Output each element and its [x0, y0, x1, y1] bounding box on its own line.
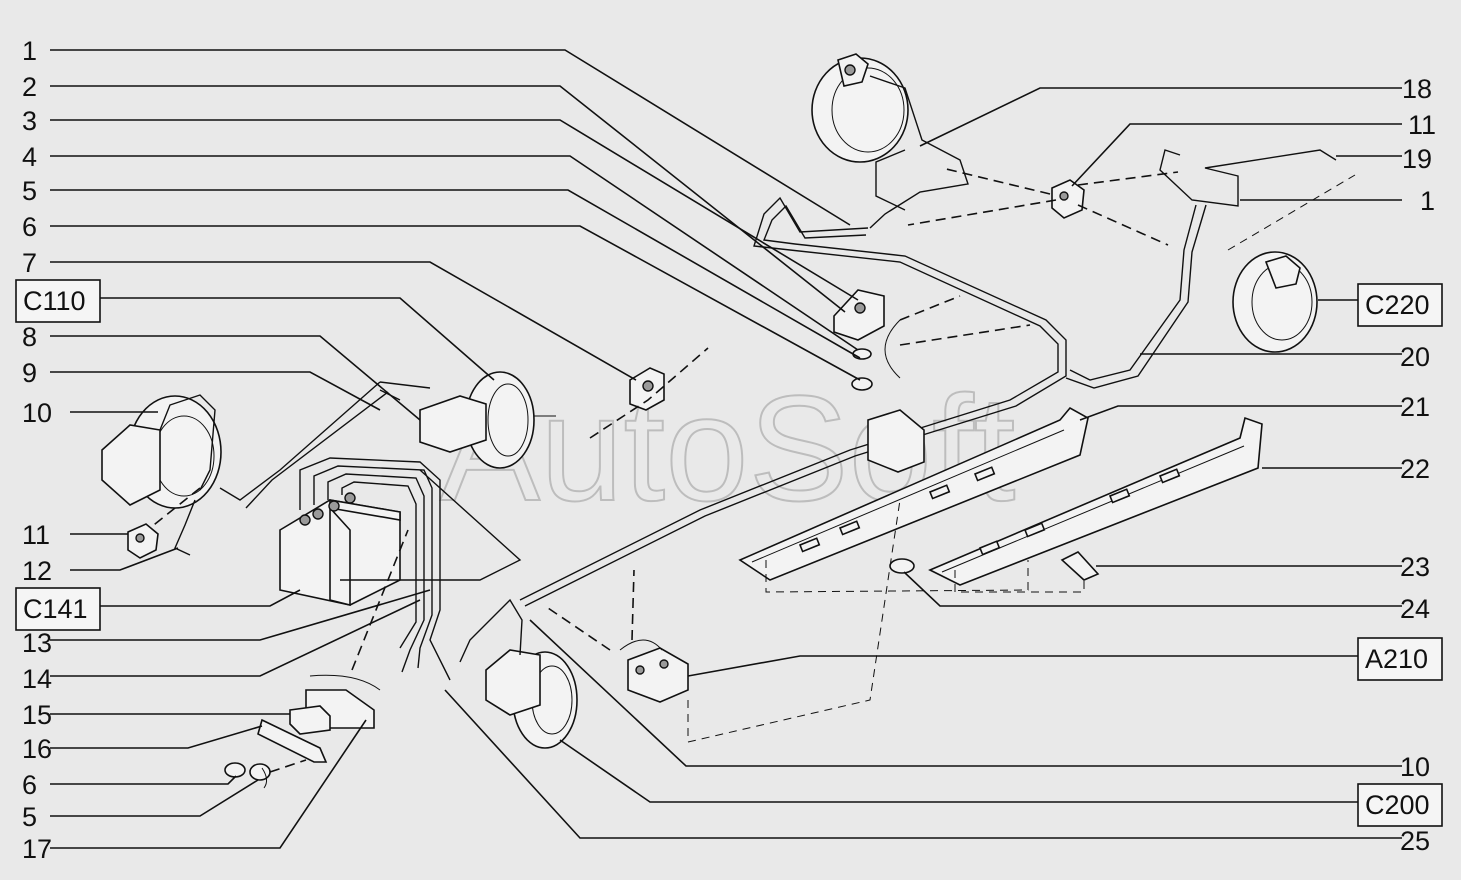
callout-label-l11: 11	[22, 520, 50, 550]
rear-brake-drum-top	[811, 53, 969, 229]
callout-label-l12: 12	[22, 556, 52, 586]
leader-lines	[50, 49, 1402, 849]
callout-label-l10: 10	[22, 398, 52, 428]
callout-label-r1: 1	[1420, 186, 1435, 216]
callout-label-r24: 24	[1400, 594, 1430, 624]
callout-label-l2: 2	[22, 72, 37, 102]
callout-label-l6: 6	[22, 212, 37, 242]
callout-label-lC110: C110	[23, 286, 86, 316]
abs-pipes	[299, 457, 451, 681]
bracket-23	[1060, 551, 1100, 581]
pipe-clamp-upper	[867, 409, 925, 473]
callout-box-rA210	[1357, 637, 1443, 681]
callout-label-r21: 21	[1400, 392, 1430, 422]
callout-box-lC141	[15, 587, 101, 631]
brake-booster	[419, 371, 556, 469]
callout-label-r18: 18	[1402, 74, 1432, 104]
callout-label-r19: 19	[1402, 144, 1432, 174]
washer-24	[889, 558, 915, 574]
brake-pipe-rear-loop-inner	[524, 204, 1067, 607]
reinforcement-beam-21	[738, 406, 1089, 581]
callout-label-r25: 25	[1400, 826, 1430, 856]
callout-label-l6b: 6	[22, 770, 37, 800]
callout-label-l1: 1	[22, 36, 37, 66]
callout-label-r10: 10	[1400, 752, 1430, 782]
callout-label-r20: 20	[1400, 342, 1430, 372]
reinforcement-beam-22	[928, 416, 1263, 586]
callout-box-lC110	[15, 279, 101, 323]
callout-label-l7: 7	[22, 248, 37, 278]
rear-brake-drum-right	[1232, 251, 1318, 353]
callout-label-l17: 17	[22, 834, 52, 864]
pressure-regulator-bracket	[833, 289, 885, 391]
callout-label-l5b: 5	[22, 802, 37, 832]
brake-pipe-right-rear	[1159, 149, 1337, 207]
exploded-view-arrows	[149, 167, 1356, 789]
callout-label-l15: 15	[22, 700, 52, 730]
callout-label-r22: 22	[1400, 454, 1430, 484]
proportioning-valve	[629, 367, 665, 411]
callout-label-l13: 13	[22, 628, 52, 658]
callout-box-rC220	[1357, 283, 1443, 327]
callout-label-r11: 11	[1408, 110, 1436, 140]
callout-box-rC200	[1357, 783, 1443, 827]
tee-fitting-top	[1051, 179, 1085, 219]
callout-label-r23: 23	[1400, 552, 1430, 582]
callout-label-l9: 9	[22, 358, 37, 388]
callout-label-l8: 8	[22, 322, 37, 352]
tee-fitting-left	[127, 523, 159, 559]
pipe-clamp-lower	[627, 647, 689, 703]
callout-label-l4: 4	[22, 142, 37, 172]
front-left-brake-disc	[101, 394, 222, 556]
callout-label-l14: 14	[22, 664, 52, 694]
abs-hydraulic-unit	[279, 492, 401, 607]
callout-label-lC141: C141	[23, 594, 88, 624]
callout-label-l16: 16	[22, 734, 52, 764]
callout-label-rC220: C220	[1365, 290, 1430, 320]
brake-pipe-rear-loop	[519, 196, 1059, 601]
callout-label-rA210: A210	[1365, 644, 1428, 674]
abs-mounting-bracket	[224, 689, 375, 781]
callout-label-l3: 3	[22, 106, 37, 136]
front-right-brake-disc	[459, 598, 578, 749]
callout-label-rC200: C200	[1365, 790, 1430, 820]
callout-label-l5: 5	[22, 176, 37, 206]
